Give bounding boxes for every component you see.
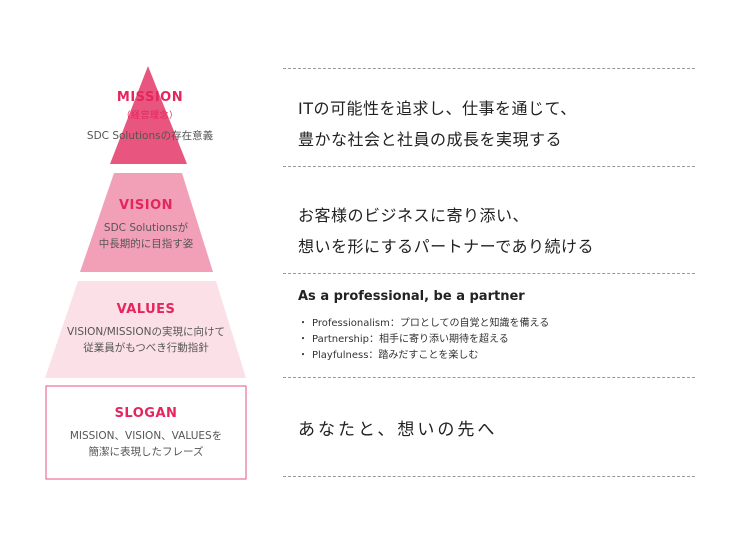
mission-description-line2: 豊かな社会と社員の成長を実現する — [298, 130, 563, 149]
values-list: ・ Professionalism：プロとしての自覚と知識を備える ・ Partne… — [298, 316, 549, 364]
values-heading: As a professional, be a partner — [298, 289, 525, 304]
slogan-text: あなたと、想いの先へ — [298, 420, 498, 440]
mission-description-line1: ITの可能性を追求し、仕事を通じて、 — [298, 99, 577, 118]
mission-title: MISSION — [116, 90, 184, 105]
slogan-label-group: SLOGAN MISSION、VISION、VALUESを 簡潔に表現したフレー… — [46, 406, 246, 466]
mission-tier — [110, 66, 187, 164]
mission-caption: SDC Solutionsの存在意義 — [86, 130, 214, 142]
values-label-group: VALUES VISION/MISSIONの実現に向けて 従業員がもつべき行動指… — [46, 302, 246, 362]
separator-mission-vision — [283, 166, 695, 167]
vision-description-line2: 想いを形にするパートナーであり続ける — [298, 237, 595, 256]
values-item: ・ Professionalism：プロとしての自覚と知識を備える — [298, 316, 549, 332]
values-item-text: Playfulness：踏みだすことを楽しむ — [312, 350, 479, 361]
values-caption-line2: 従業員がもつべき行動指針 — [83, 342, 209, 354]
separator-values-slogan — [283, 377, 695, 378]
vision-caption-line1: SDC Solutionsが — [103, 222, 189, 234]
bullet-dot: ・ — [298, 334, 308, 345]
vision-title: VISION — [118, 198, 174, 213]
separator-vision-values — [283, 273, 695, 274]
values-item: ・ Partnership：相手に寄り添い期待を超える — [298, 332, 549, 348]
separator-bottom — [283, 476, 695, 477]
bullet-dot: ・ — [298, 350, 308, 361]
separator-top — [283, 68, 695, 69]
slogan-title: SLOGAN — [114, 406, 178, 421]
values-item: ・ Playfulness：踏みだすことを楽しむ — [298, 348, 549, 364]
values-caption-line1: VISION/MISSIONの実現に向けて — [67, 326, 225, 338]
values-item-text: Professionalism：プロとしての自覚と知識を備える — [312, 318, 550, 329]
values-tier — [45, 281, 246, 378]
slogan-caption-line1: MISSION、VISION、VALUESを — [69, 430, 223, 442]
values-title: VALUES — [116, 302, 176, 317]
slogan-caption-line2: 簡潔に表現したフレーズ — [88, 446, 204, 458]
vision-description-line1: お客様のビジネスに寄り添い、 — [298, 206, 530, 225]
vision-caption-line2: 中長期的に目指す姿 — [98, 238, 194, 250]
mission-subtitle: （経営理念） — [121, 111, 179, 121]
values-item-text: Partnership：相手に寄り添い期待を超える — [312, 334, 509, 345]
bullet-dot: ・ — [298, 318, 308, 329]
slogan-tier — [45, 385, 247, 480]
pyramid-diagram — [45, 66, 247, 480]
vision-label-group: VISION SDC Solutionsが 中長期的に目指す姿 — [56, 198, 236, 258]
vision-tier — [80, 173, 213, 272]
mission-label-group: MISSION （経営理念） SDC Solutionsの存在意義 — [60, 90, 240, 150]
